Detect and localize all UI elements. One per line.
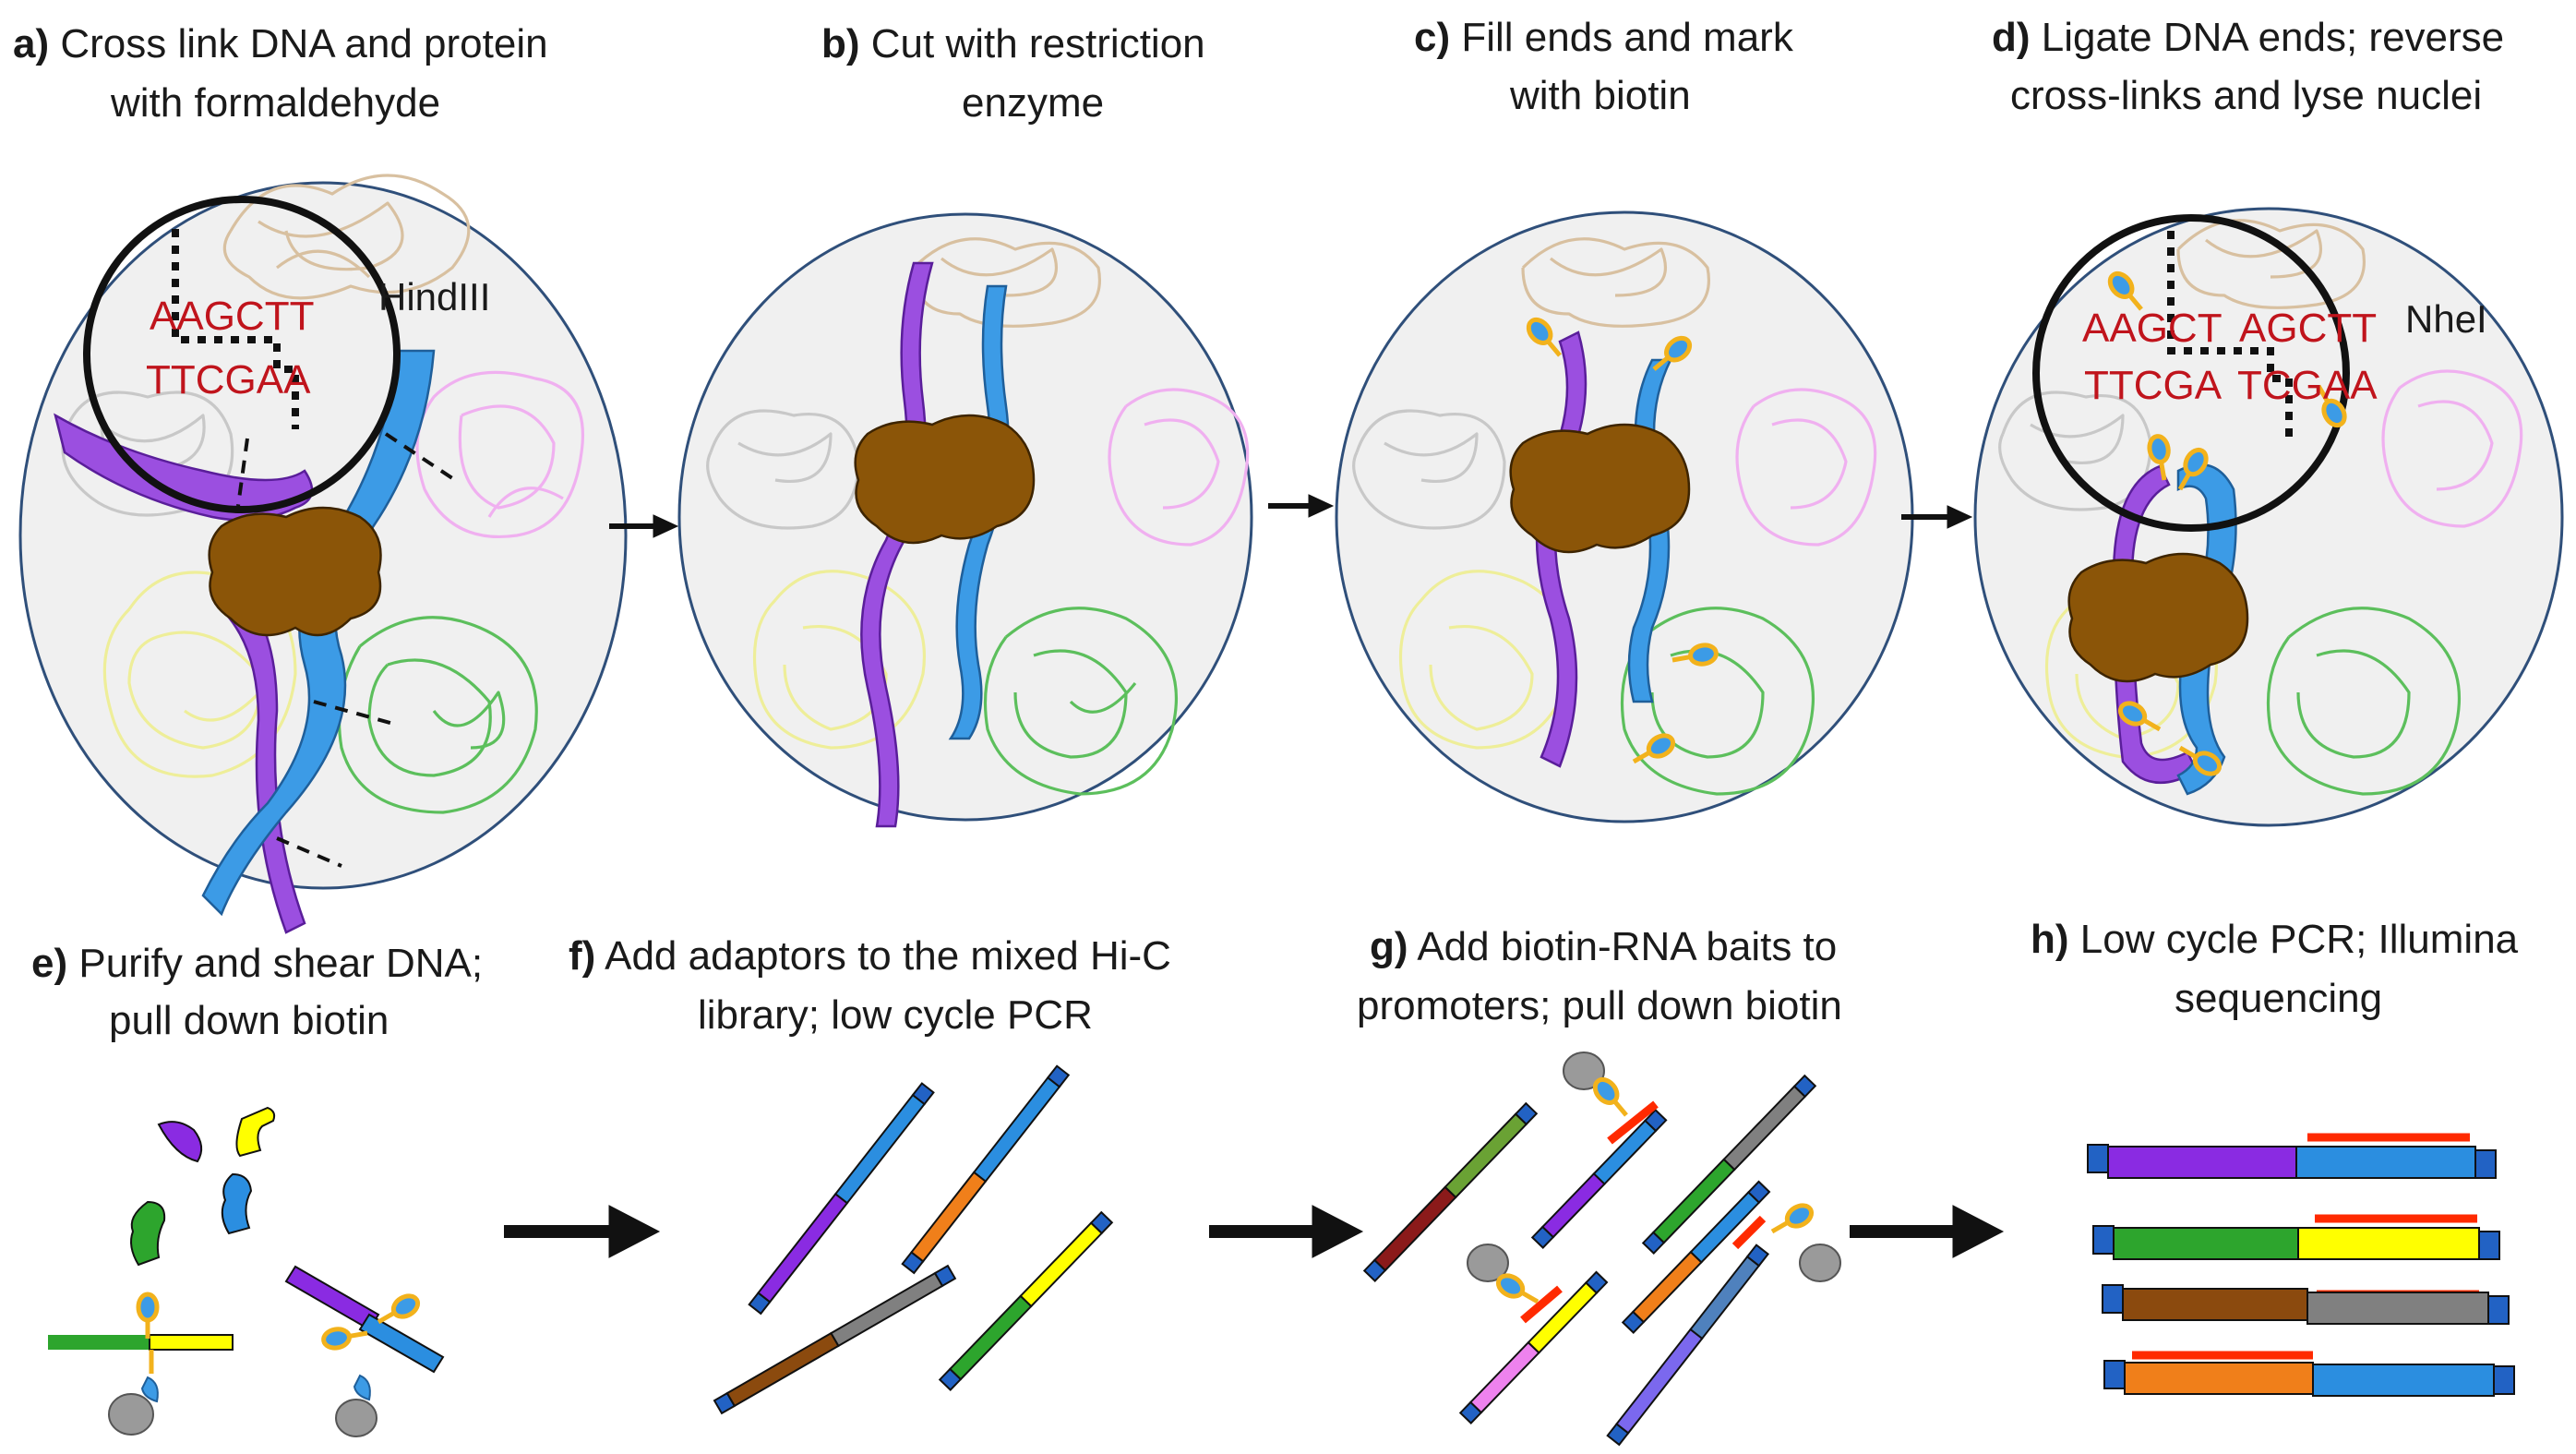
svg-text:pull down biotin: pull down biotin (109, 998, 389, 1043)
arrow-ef (504, 1205, 661, 1258)
arrow-gh (1850, 1205, 2005, 1258)
arrow-ab (609, 514, 679, 538)
panel-b-nucleus (677, 212, 1253, 828)
caption-c: c) Fill ends and mark with biotin (1414, 15, 1794, 118)
panel-a-nucleus: AAGCTT TTCGAA HindIII (18, 174, 628, 934)
panel-d-nucleus: AAGCT AGCTT TTCGA TCGAA NheI (1973, 207, 2564, 827)
panel-c-nucleus (1335, 210, 1914, 823)
svg-text:g) Add biotin-RNA baits to: g) Add biotin-RNA baits to (1370, 924, 1837, 969)
site-a-bottom: TTCGAA (146, 357, 311, 403)
panel-f-library (713, 1064, 1114, 1415)
caption-b: b) Cut with restriction enzyme (821, 21, 1205, 126)
panel-h-sequencing (2087, 1133, 2515, 1397)
svg-text:a) Cross link DNA and protein: a) Cross link DNA and protein (13, 21, 548, 66)
caption-a: a) Cross link DNA and protein with forma… (13, 21, 548, 126)
svg-text:cross-links and lyse nuclei: cross-links and lyse nuclei (2010, 73, 2482, 118)
caption-d: d) Ligate DNA ends; reverse cross-links … (1992, 15, 2504, 118)
arrow-fg (1209, 1205, 1364, 1258)
zoom-circle-d (2032, 214, 2350, 532)
caption-g: g) Add biotin-RNA baits to promoters; pu… (1357, 924, 1842, 1028)
svg-text:library; low cycle PCR: library; low cycle PCR (698, 992, 1093, 1038)
svg-text:promoters; pull down biotin: promoters; pull down biotin (1357, 983, 1842, 1028)
arrow-bc (1268, 494, 1335, 518)
svg-text:d) Ligate DNA ends; reverse: d) Ligate DNA ends; reverse (1992, 15, 2504, 60)
site-d-bottom-left: TTCGA (2084, 363, 2223, 408)
panel-g-capture (1362, 1051, 1841, 1447)
site-a-top: AAGCTT (150, 294, 314, 339)
svg-text:e) Purify and shear DNA;: e) Purify and shear DNA; (31, 941, 483, 986)
zoom-circle-a (83, 196, 401, 513)
arrow-cd (1901, 505, 1973, 529)
svg-text:h) Low cycle PCR; Illumina: h) Low cycle PCR; Illumina (2031, 917, 2519, 962)
caption-h: h) Low cycle PCR; Illumina sequencing (2031, 917, 2519, 1021)
svg-text:with formaldehyde: with formaldehyde (110, 80, 440, 126)
enzyme-d: NheI (2405, 297, 2487, 341)
caption-e: e) Purify and shear DNA; pull down bioti… (31, 941, 483, 1043)
svg-text:enzyme: enzyme (962, 80, 1104, 126)
svg-text:c) Fill ends and mark: c) Fill ends and mark (1414, 15, 1794, 60)
caption-f: f) Add adaptors to the mixed Hi-C librar… (569, 933, 1171, 1038)
site-d-bottom-right: TCGAA (2237, 363, 2378, 408)
svg-text:b) Cut with restriction: b) Cut with restriction (821, 21, 1205, 66)
enzyme-a: HindIII (378, 275, 490, 318)
site-d-top-left: AAGCT (2082, 306, 2223, 351)
site-d-top-right: AGCTT (2239, 306, 2377, 351)
svg-text:sequencing: sequencing (2175, 976, 2382, 1021)
svg-text:with biotin: with biotin (1509, 73, 1691, 118)
svg-text:f) Add adaptors to the mixed H: f) Add adaptors to the mixed Hi-C (569, 933, 1171, 979)
panel-e-fragments (48, 1106, 445, 1437)
